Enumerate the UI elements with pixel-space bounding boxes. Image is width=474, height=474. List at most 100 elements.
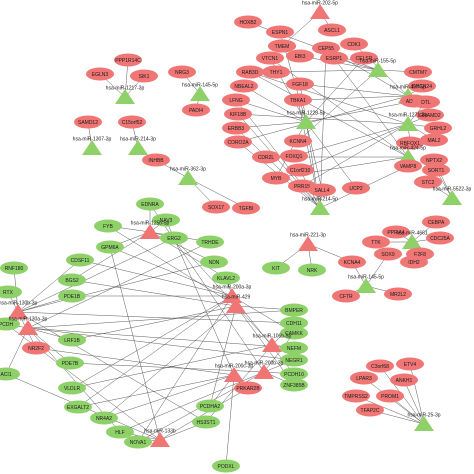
mrna-ellipse bbox=[376, 389, 404, 403]
node-label: STC2 bbox=[422, 180, 435, 186]
mrna-ellipse bbox=[268, 39, 296, 53]
mrna-node: IDH2 bbox=[400, 255, 428, 269]
mrna-node: STC2 bbox=[414, 175, 442, 189]
mirna-triangle bbox=[82, 140, 102, 155]
mrna-node: KIT bbox=[262, 261, 290, 275]
mirna-node: hsa-miR-145-5p bbox=[182, 82, 218, 101]
node-label: BGS2 bbox=[65, 278, 79, 284]
node-label: hsa-miR-125b-5p bbox=[131, 220, 170, 226]
interaction-edge bbox=[355, 395, 425, 425]
mrna-ellipse bbox=[394, 159, 422, 173]
mrna-node: CMTM7 bbox=[404, 65, 432, 79]
node-label: PDE7B bbox=[62, 361, 79, 367]
mrna-node: THY1 bbox=[262, 65, 290, 79]
interaction-edge bbox=[305, 100, 415, 123]
mrna-node: CDK1 bbox=[340, 37, 368, 51]
mrna-node: GRHL2 bbox=[424, 121, 452, 135]
node-label: ANKH1 bbox=[396, 378, 413, 384]
mrna-ellipse bbox=[106, 425, 134, 439]
interaction-edge bbox=[263, 332, 295, 373]
node-label: hsa-miR-1271-5p bbox=[389, 112, 428, 118]
node-label: HLF bbox=[115, 430, 124, 436]
mrna-ellipse bbox=[224, 107, 252, 121]
mrna-ellipse bbox=[130, 69, 158, 83]
node-label: CDH11 bbox=[286, 321, 302, 327]
node-label: PRKAR2B bbox=[236, 386, 260, 392]
mrna-node: NR4A2 bbox=[90, 411, 118, 425]
mrna-ellipse bbox=[64, 400, 92, 414]
mirna-node: hsa-miR-429 bbox=[222, 294, 251, 313]
interaction-edge bbox=[159, 387, 249, 441]
mirna-triangle bbox=[296, 114, 316, 129]
mrna-node: INHBB bbox=[142, 153, 170, 167]
mrna-node: CEP55 bbox=[312, 41, 340, 55]
node-label: NAV3 bbox=[160, 218, 173, 224]
mirna-node: hsa-miR-125b-5p bbox=[131, 220, 170, 239]
mrna-ellipse bbox=[262, 171, 290, 185]
node-label: RTX bbox=[3, 290, 14, 296]
interaction-edge bbox=[269, 57, 409, 158]
node-label: VTCN1 bbox=[262, 56, 279, 62]
mrna-node: NRG3 bbox=[168, 65, 196, 79]
node-label: CEP55 bbox=[318, 46, 334, 52]
mrna-node: ERBB3 bbox=[222, 121, 250, 135]
interaction-edge bbox=[293, 123, 409, 157]
mrna-node: BMPER bbox=[280, 303, 308, 317]
mrna-ellipse bbox=[136, 197, 164, 211]
interaction-edge bbox=[297, 95, 409, 101]
mirna-triangle bbox=[178, 170, 198, 185]
mrna-ellipse bbox=[168, 65, 196, 79]
mirna-node: hsa-miR-145-5p bbox=[348, 274, 384, 293]
node-label: GRHL2 bbox=[430, 126, 447, 132]
node-label: NR2F2 bbox=[28, 346, 44, 352]
mirna-triangle bbox=[414, 416, 434, 431]
node-label: BMPER bbox=[285, 308, 303, 314]
mrna-ellipse bbox=[152, 213, 180, 227]
mrna-node: ANKH1 bbox=[390, 373, 418, 387]
mrna-node: TRHDE bbox=[196, 235, 224, 249]
interaction-edge bbox=[275, 69, 379, 73]
mrna-ellipse bbox=[320, 51, 348, 65]
node-label: E2F8 bbox=[414, 252, 426, 258]
node-label: ERBB3 bbox=[228, 126, 245, 132]
mrna-node: VAMP8 bbox=[394, 159, 422, 173]
mrna-ellipse bbox=[286, 77, 314, 91]
node-label: GPM6A bbox=[101, 245, 119, 251]
mirna-node: hsa-miR-106b-5p bbox=[253, 333, 292, 352]
mrna-node: NAV3 bbox=[152, 213, 180, 227]
mirna-triangle bbox=[224, 367, 244, 382]
mrna-node: BGS2 bbox=[58, 273, 86, 287]
mrna-ellipse bbox=[280, 303, 308, 317]
mirna-node: hsa-miR-214-3p bbox=[120, 136, 156, 155]
mrna-ellipse bbox=[400, 255, 428, 269]
node-label: C15orf52 bbox=[122, 120, 143, 126]
node-label: TMEM bbox=[275, 44, 290, 50]
mrna-ellipse bbox=[280, 353, 308, 367]
mrna-node: EBI3 bbox=[286, 49, 314, 63]
mrna-node: EXGALT2 bbox=[64, 400, 92, 414]
mirna-triangle bbox=[368, 62, 388, 77]
mirna-node: hsa-miR-1271-5p bbox=[389, 112, 428, 131]
interaction-edge bbox=[301, 123, 409, 187]
mrna-node: PDE1B bbox=[58, 289, 86, 303]
mrna-node: PCDH10 bbox=[280, 367, 308, 381]
mirna-triangle bbox=[8, 304, 28, 319]
interaction-edge bbox=[103, 305, 237, 419]
mrna-node: TGFBI bbox=[232, 201, 260, 215]
node-label: DHCR24 bbox=[412, 84, 432, 90]
mrna-node: PCDH bbox=[0, 317, 20, 331]
node-label: TFAP2C bbox=[361, 408, 380, 414]
mrna-ellipse bbox=[424, 121, 452, 135]
node-label: ETV4 bbox=[404, 362, 417, 368]
node-label: CEBPA bbox=[428, 220, 445, 226]
interaction-edge bbox=[187, 177, 247, 209]
mirna-node: hsa-miR-130a-3p bbox=[9, 316, 48, 335]
mrna-ellipse bbox=[350, 51, 378, 65]
interaction-edge bbox=[5, 327, 29, 375]
mrna-ellipse bbox=[196, 399, 224, 413]
mrna-node: ERG2 bbox=[160, 231, 188, 245]
mrna-node: KCNN4 bbox=[284, 134, 312, 148]
node-label: ESRP1 bbox=[326, 56, 343, 62]
node-label: CDSF11 bbox=[71, 258, 90, 264]
node-label: SAMD12 bbox=[78, 120, 98, 126]
